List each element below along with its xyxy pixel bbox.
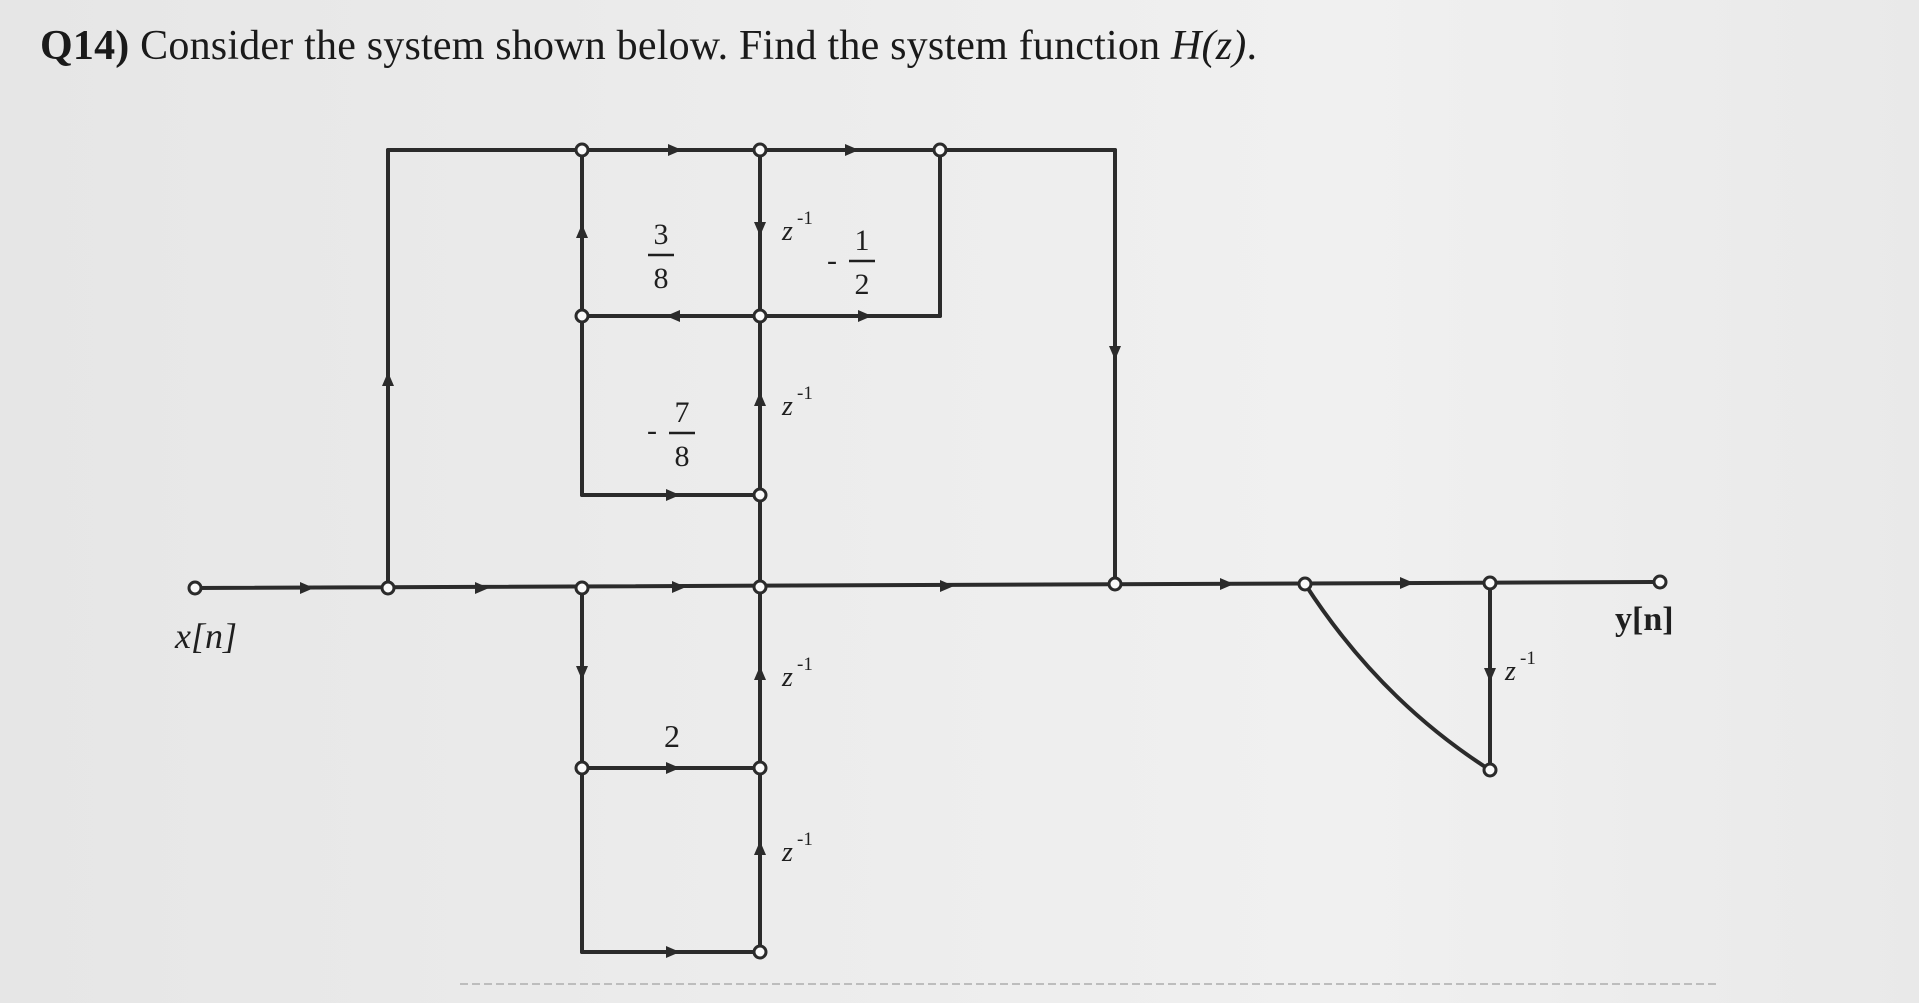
coef-2: 2: [664, 718, 680, 754]
output-label: y[n]: [1615, 601, 1674, 638]
arrow-left-up: [382, 372, 394, 386]
question-body: Consider the system shown below. Find th…: [140, 23, 1161, 69]
node: [752, 308, 768, 324]
node: [752, 579, 768, 595]
delay-label-1: z -1: [781, 208, 813, 247]
node: [1107, 576, 1123, 592]
input-node: [187, 580, 203, 596]
arrow-lower-delay2-up: [754, 841, 766, 855]
delay-exp: -1: [797, 654, 813, 675]
delay-z: z: [1504, 656, 1516, 687]
node: [932, 142, 948, 158]
arrow-mid-left: [666, 310, 680, 322]
output-node: [1652, 574, 1668, 590]
coef-3-8-denominator: 8: [654, 262, 669, 295]
arrow-main-3: [940, 580, 954, 592]
delay-z: z: [781, 662, 793, 693]
input-label: x[n]: [174, 616, 237, 656]
coef-7-8-numerator: 7: [675, 396, 690, 429]
node: [574, 580, 590, 596]
arrow-right-down: [1109, 346, 1121, 360]
delay-exp: -1: [797, 383, 813, 404]
arrow-main-4: [1220, 578, 1234, 590]
arrow-top-1: [668, 144, 682, 156]
node: [1482, 575, 1498, 591]
arrow-output-delay: [1484, 668, 1496, 682]
arrow-main-2: [672, 581, 686, 593]
delay-exp: -1: [797, 829, 813, 850]
delay-z: z: [781, 391, 793, 422]
arrow-mid-right: [858, 310, 872, 322]
coef-1-2-denominator: 2: [855, 268, 870, 301]
node: [380, 580, 396, 596]
arrow-delay1-down: [754, 222, 766, 236]
node: [1482, 762, 1498, 778]
delay-z: z: [781, 837, 793, 868]
edge-output-curve: [1303, 582, 1492, 772]
arrow-a-up: [576, 224, 588, 238]
node: [574, 760, 590, 776]
arrow-input: [300, 582, 314, 594]
delay-exp: -1: [797, 208, 813, 229]
arrow-coef-d: [666, 762, 680, 774]
main-path: [193, 580, 1662, 590]
arrow-lower-bottom: [666, 946, 680, 958]
node: [1297, 576, 1313, 592]
node: [752, 944, 768, 960]
delay-exp: -1: [1520, 648, 1536, 669]
arrow-low-right: [666, 489, 680, 501]
coef-1-2-numerator: 1: [855, 224, 870, 257]
delay-label-3: z -1: [781, 654, 813, 693]
coef-3-8-numerator: 3: [654, 218, 669, 251]
coef-1-2-sign: -: [827, 244, 837, 277]
arrow-delay2-up: [754, 392, 766, 406]
node: [752, 142, 768, 158]
delay-label-4: z -1: [781, 829, 813, 868]
delay-label-2: z -1: [781, 383, 813, 422]
system-function-symbol: H(z): [1170, 23, 1247, 69]
arrow-main-5: [1400, 577, 1414, 589]
delay-label-5: z -1: [1504, 648, 1536, 687]
delay-z: z: [781, 216, 793, 247]
coef-7-8-denominator: 8: [675, 440, 690, 473]
arrow-top-2: [845, 144, 859, 156]
node: [574, 142, 590, 158]
node: [752, 760, 768, 776]
arrow-lower-left-down: [576, 666, 588, 680]
coef-7-8-sign: -: [647, 414, 657, 447]
arrow-lower-delay1-up: [754, 666, 766, 680]
arrow-main-1: [475, 582, 489, 594]
question-end: .: [1246, 23, 1258, 69]
node: [574, 308, 590, 324]
node: [752, 487, 768, 503]
question-number: Q14): [40, 23, 130, 69]
question-text: Q14) Consider the system shown below. Fi…: [40, 22, 1257, 70]
